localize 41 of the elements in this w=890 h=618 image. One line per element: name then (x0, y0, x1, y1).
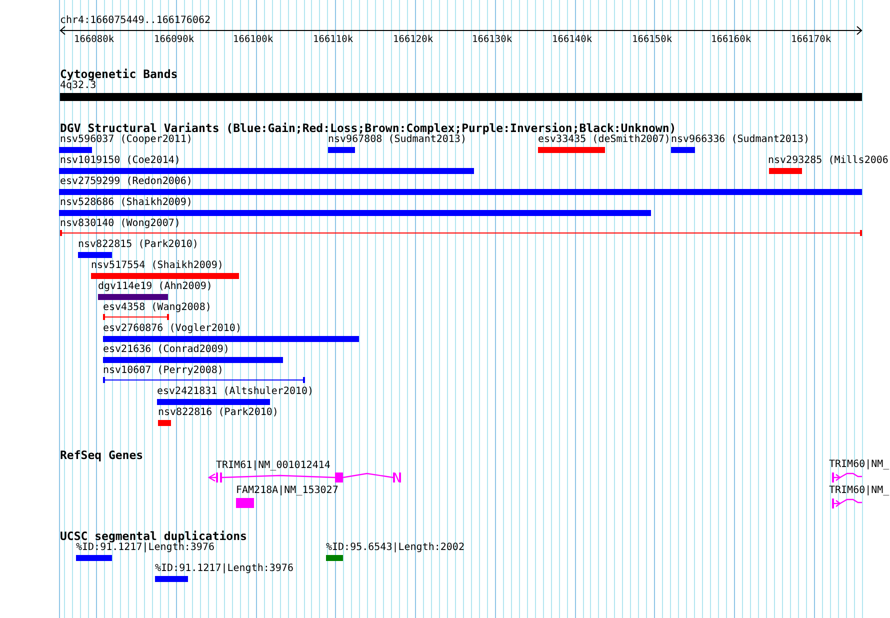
feature-label: FAM218A|NM_153027 (236, 485, 338, 497)
feature-label: TRIM60|NM_ (829, 459, 890, 471)
tick-label: 166140k (552, 34, 592, 46)
feature-label: %ID:91.1217|Length:3976 (76, 542, 214, 554)
tick-label: 166130k (472, 34, 512, 46)
feature-label: %ID:95.6543|Length:2002 (326, 542, 464, 554)
feature-label: nsv596037 (Cooper2011) (60, 134, 192, 146)
feature-label: nsv830140 (Wong2007) (60, 218, 180, 230)
tick-label: 166170k (791, 34, 832, 46)
track-title: DGV Structural Variants (Blue:Gain;Red:Loss;Brown:Complex;Purple:Inversion;Black:Unknown) (60, 121, 676, 135)
track-title: RefSeq Genes (60, 448, 144, 462)
feature-label: esv2759299 (Redon2006) (60, 176, 192, 188)
tick-label: 166110k (313, 34, 354, 46)
location-label: chr4:166075449..166176062 (60, 15, 211, 27)
feature-label: nsv822816 (Park2010) (158, 407, 278, 419)
tick-label: 166150k (632, 34, 672, 46)
feature-label: esv33435 (deSmith2007) (538, 134, 670, 146)
feature-label: %ID:91.1217|Length:3976 (155, 563, 294, 575)
feature-label: nsv822815 (Park2010) (78, 239, 198, 251)
feature-label: esv21636 (Conrad2009) (103, 344, 230, 356)
feature-label: nsv293285 (Mills2006 (768, 155, 888, 167)
tick-label: 166160k (711, 34, 752, 46)
feature-label: nsv967808 (Sudmant2013) (328, 134, 466, 146)
feature-label: 4q32.3 (60, 80, 96, 92)
feature-label: nsv528686 (Shaikh2009) (60, 197, 192, 209)
tick-label: 166120k (393, 34, 434, 46)
track-title: Cytogenetic Bands (60, 67, 178, 81)
feature-label: TRIM61|NM_001012414 (216, 460, 330, 472)
feature-label: nsv517554 (Shaikh2009) (91, 260, 224, 272)
feature-label: nsv10607 (Perry2008) (103, 365, 224, 377)
track-title: UCSC segmental duplications (60, 529, 247, 543)
tick-label: 166090k (154, 34, 194, 46)
tick-label: 166100k (233, 34, 274, 46)
feature-label: TRIM60|NM_ (829, 485, 890, 497)
feature-label: esv2421831 (Altshuler2010) (157, 386, 314, 398)
feature-label: nsv1019150 (Coe2014) (60, 155, 180, 167)
feature-label: nsv966336 (Sudmant2013) (671, 134, 810, 146)
feature-label: dgv114e19 (Ahn2009) (98, 281, 212, 293)
feature-label: esv4358 (Wang2008) (103, 302, 212, 314)
tick-label: 166080k (74, 34, 114, 46)
feature-label: esv2760876 (Vogler2010) (103, 323, 242, 335)
